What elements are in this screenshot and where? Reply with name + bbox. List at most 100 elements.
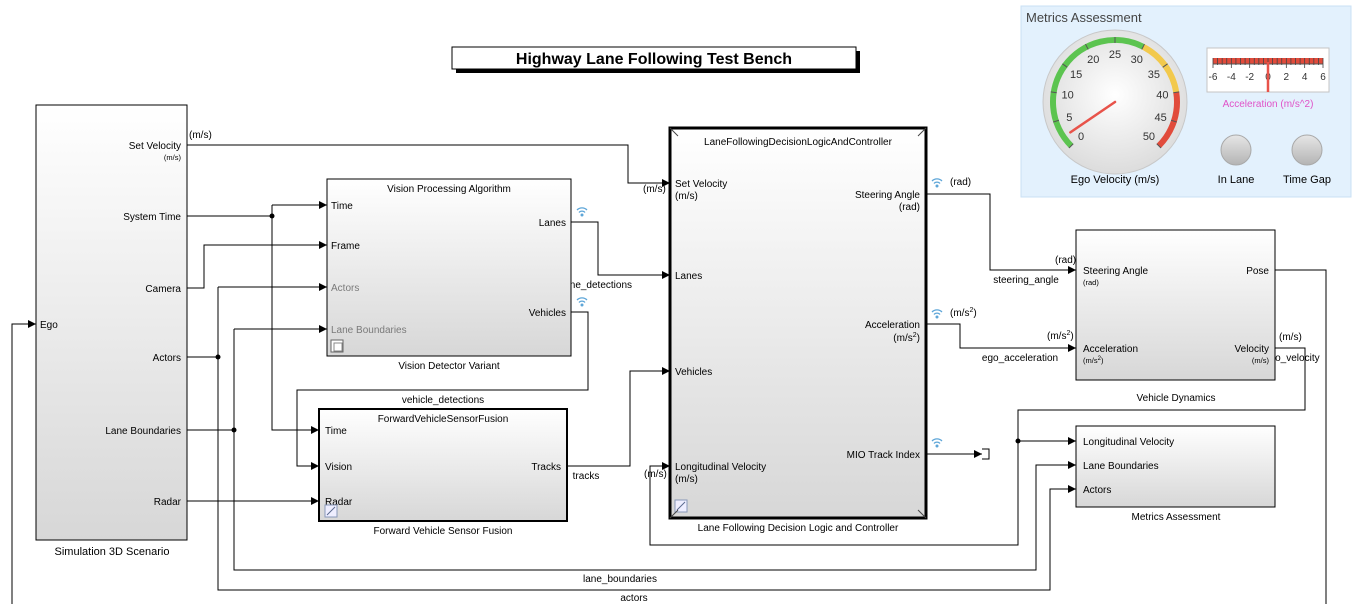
svg-text:Set Velocity: Set Velocity: [675, 179, 727, 190]
signal-logging-icon: [576, 207, 588, 218]
lane-detections-label: lane_detections: [562, 280, 632, 291]
pose-signal[interactable]: [1275, 269, 1327, 604]
gauge-tick-label: 50: [1143, 131, 1155, 143]
svg-text:(m/s): (m/s): [675, 474, 698, 485]
time-gap-lamp[interactable]: Time Gap: [1283, 134, 1331, 186]
svg-text:Frame: Frame: [331, 241, 360, 252]
title-banner[interactable]: Highway Lane Following Test Bench: [451, 46, 860, 73]
gauge-tick-label: 20: [1087, 54, 1099, 66]
block-name: Vision Detector Variant: [398, 361, 500, 372]
variant-icon: [330, 339, 344, 353]
svg-text:(m/s): (m/s): [643, 184, 666, 195]
svg-text:MIO Track Index: MIO Track Index: [847, 450, 920, 461]
svg-text:Acceleration: Acceleration: [865, 320, 920, 331]
acceleration-meter[interactable]: -6-4-20246 Acceleration (m/s^2): [1206, 47, 1330, 110]
svg-text:(rad): (rad): [1083, 278, 1099, 287]
svg-text:(m/s): (m/s): [164, 153, 182, 162]
svg-text:Time: Time: [331, 201, 353, 212]
steering-angle-label: steering_angle: [993, 275, 1059, 286]
svg-text:Actors: Actors: [1083, 485, 1111, 496]
gauge-tick: [1085, 43, 1089, 50]
terminator-block: [982, 448, 990, 460]
svg-text:Vision: Vision: [325, 462, 352, 473]
gauge-tick: [1068, 143, 1074, 149]
signal-logging-icon: [931, 178, 943, 189]
tracks-label: tracks: [573, 471, 600, 482]
svg-text:Vision Processing Algorithm: Vision Processing Algorithm: [387, 184, 511, 195]
port-radar: Radar: [154, 497, 182, 508]
svg-text:Lane Boundaries: Lane Boundaries: [1083, 461, 1159, 472]
gauge-needle: [1069, 100, 1117, 134]
ego-acceleration-signal[interactable]: [926, 323, 1076, 352]
port-actors: Actors: [153, 353, 181, 364]
svg-text:Steering Angle: Steering Angle: [855, 190, 920, 201]
svg-text:Radar: Radar: [325, 497, 353, 508]
simulation-3d-scenario-block[interactable]: Simulation 3D Scenario Set Velocity (m/s…: [35, 104, 188, 558]
gauge-tick-label: 40: [1156, 89, 1168, 101]
svg-text:(m/s): (m/s): [189, 130, 212, 141]
svg-text:(m/s2): (m/s2): [893, 332, 920, 344]
block-name: Simulation 3D Scenario: [55, 546, 170, 558]
ego-acceleration-label: ego_acceleration: [982, 353, 1058, 364]
vehicle-detections-signal[interactable]: [296, 311, 589, 470]
block-name: Metrics Assessment: [1132, 512, 1221, 523]
port-lane-boundaries: Lane Boundaries: [105, 426, 181, 437]
gauge-tick: [1053, 119, 1060, 123]
forward-vehicle-sensor-fusion-block[interactable]: ForwardVehicleSensorFusion Forward Vehic…: [318, 408, 568, 537]
svg-text:Actors: Actors: [331, 283, 359, 294]
lane-following-controller-block[interactable]: LaneFollowingDecisionLogicAndController …: [668, 126, 928, 534]
block-name: Lane Following Decision Logic and Contro…: [698, 523, 899, 534]
port-set-velocity: Set Velocity: [129, 141, 181, 152]
in-lane-label: In Lane: [1218, 174, 1255, 186]
svg-text:(m/s): (m/s): [644, 469, 667, 480]
page-title: Highway Lane Following Test Bench: [516, 51, 792, 68]
acceleration-tick-label: -4: [1227, 72, 1236, 83]
camera-signal[interactable]: [187, 241, 327, 289]
vehicle-dynamics-block[interactable]: Vehicle Dynamics Steering Angle (rad) Ac…: [1075, 229, 1276, 404]
in-lane-lamp[interactable]: In Lane: [1218, 134, 1255, 186]
gauge-tick-label: 45: [1155, 112, 1167, 124]
ego-velocity-signal[interactable]: [1017, 347, 1306, 445]
metrics-assessment-block[interactable]: Metrics Assessment Longitudinal Velocity…: [1075, 425, 1276, 523]
dashboard-title: Metrics Assessment: [1026, 10, 1142, 25]
svg-text:Tracks: Tracks: [531, 462, 561, 473]
lane-detections-signal[interactable]: [571, 221, 670, 279]
gauge-tick: [1170, 119, 1177, 123]
svg-text:(rad): (rad): [899, 202, 920, 213]
block-name: Forward Vehicle Sensor Fusion: [374, 526, 513, 537]
gauge-tick-label: 0: [1078, 131, 1084, 143]
svg-text:(m/s): (m/s): [675, 191, 698, 202]
gauge-tick: [1062, 63, 1068, 68]
gauge-tick-label: 30: [1131, 54, 1143, 66]
port-system-time: System Time: [123, 212, 181, 223]
signal-logging-icon: [931, 309, 943, 320]
svg-text:(rad): (rad): [1055, 255, 1076, 266]
port-camera: Camera: [145, 284, 181, 295]
vehicle-detections-label: vehicle_detections: [402, 395, 484, 406]
acceleration-tick-label: -6: [1209, 72, 1218, 83]
model-reference-icon: [674, 499, 688, 513]
gauge-tick-label: 5: [1066, 112, 1072, 124]
tracks-signal[interactable]: [567, 367, 670, 467]
ego-velocity-label: ego_velocity: [1264, 353, 1320, 364]
svg-text:(m/s2): (m/s2): [1083, 356, 1104, 365]
svg-text:(m/s): (m/s): [1279, 332, 1302, 343]
gauge-tick: [1050, 91, 1057, 94]
gauge-label: Ego Velocity (m/s): [1071, 174, 1160, 186]
signal-logging-icon: [931, 438, 943, 449]
acceleration-tick-label: 6: [1320, 72, 1326, 83]
steering-angle-signal[interactable]: [926, 193, 1076, 274]
signal-labels: (m/s) (m/s) lane_detections vehicle_dete…: [189, 130, 1320, 604]
signal-lines: [11, 144, 1327, 604]
set-velocity-signal[interactable]: [187, 144, 670, 187]
svg-text:Lane Boundaries: Lane Boundaries: [331, 325, 407, 336]
svg-text:LaneFollowingDecisionLogicAndC: LaneFollowingDecisionLogicAndController: [704, 137, 893, 148]
vision-detector-variant-block[interactable]: Vision Processing Algorithm Vision Detec…: [326, 178, 572, 372]
svg-text:Steering Angle: Steering Angle: [1083, 266, 1148, 277]
lane-boundaries-label: lane_boundaries: [583, 574, 657, 585]
svg-text:Vehicles: Vehicles: [675, 367, 712, 378]
svg-text:(m/s2): (m/s2): [1047, 330, 1074, 342]
